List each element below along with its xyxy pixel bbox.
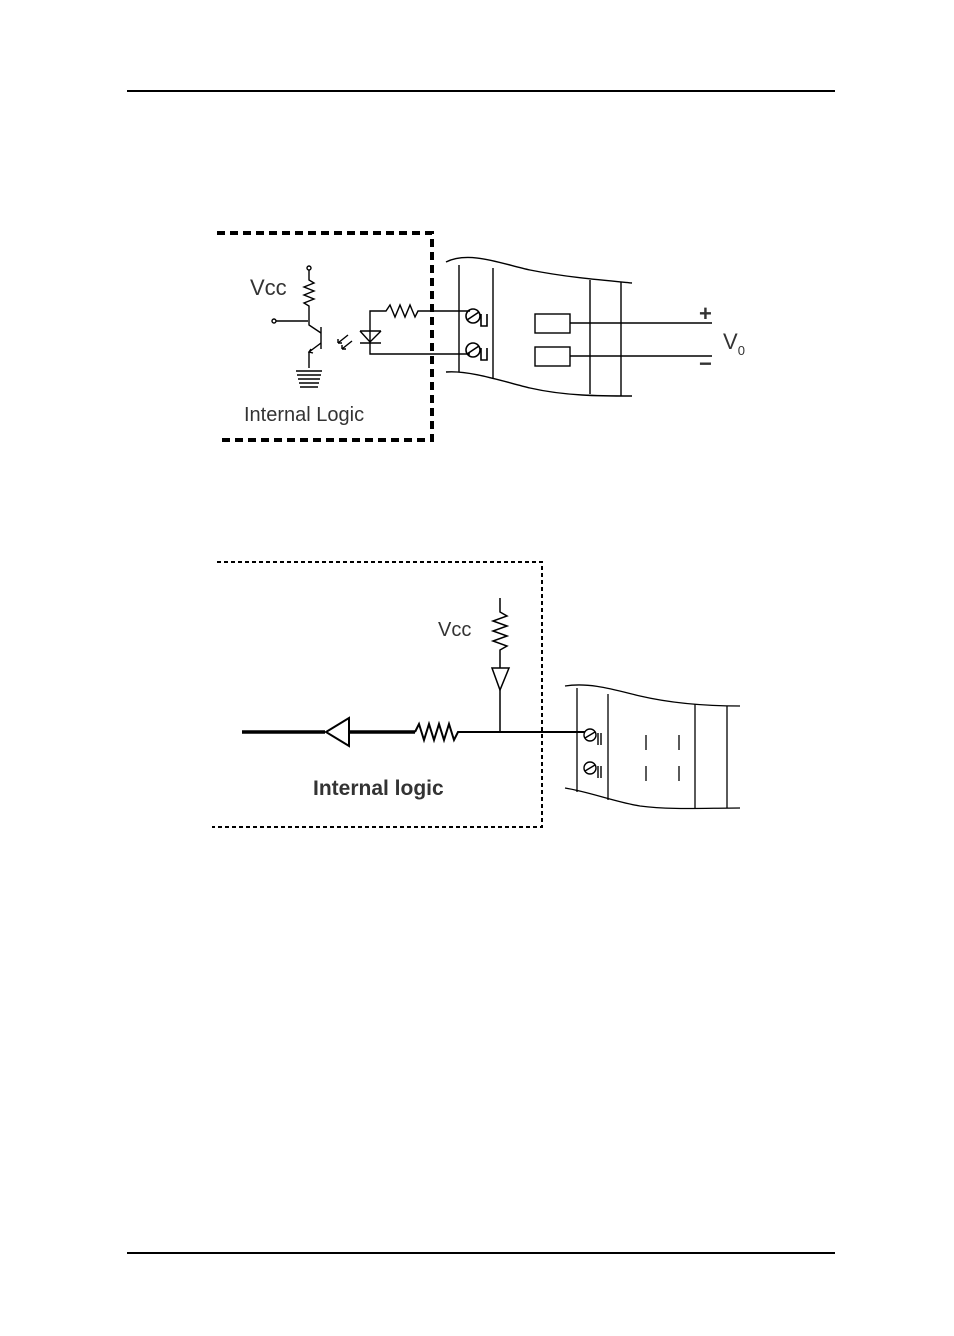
vo-label-subscript: 0 [738,343,745,358]
ground-symbol [296,371,322,387]
screw-terminals [466,309,487,360]
vcc-label: Vcc [250,275,287,300]
diagram-digital-output: Vcc [217,233,745,440]
vo-label: V0 [723,329,745,358]
input-buffer [326,718,349,746]
led-circuit [360,305,470,354]
vo-label-main: V [723,329,738,354]
vcc-label-2: Vcc [438,619,471,641]
internal-logic-label-2: Internal logic [313,777,444,800]
diagram-digital-input: Vcc Internal logic [212,562,740,827]
vcc-pullup [492,598,509,733]
terminal-block-2 [565,685,740,809]
screw-terminals-2 [584,729,601,778]
pullup-resistor [304,266,314,318]
light-arrows [338,335,352,349]
internal-logic-label: Internal Logic [244,404,364,426]
minus-label: − [699,351,712,376]
transistor-base [272,319,308,323]
plus-label: + [699,301,712,326]
phototransistor [309,318,321,368]
